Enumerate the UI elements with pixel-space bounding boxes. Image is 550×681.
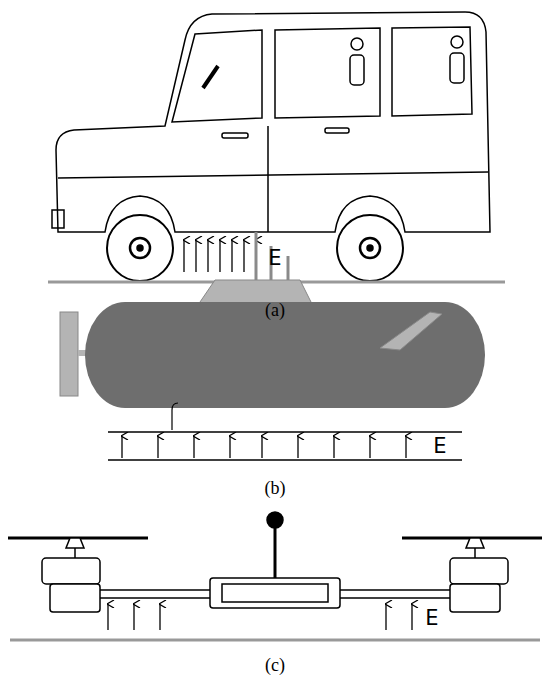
electrode-line	[108, 431, 462, 432]
ground-line	[10, 639, 540, 642]
drone	[8, 512, 542, 612]
field-arrows	[122, 436, 406, 458]
electrode-line	[108, 459, 462, 460]
car	[52, 12, 490, 281]
panel-caption: (c)	[265, 656, 285, 674]
field-label: E	[425, 608, 438, 629]
panel-caption: (b)	[265, 479, 286, 497]
field-label: E	[268, 248, 281, 269]
field-arrows	[108, 604, 412, 630]
field-arrows	[184, 240, 256, 272]
panel-caption: (a)	[265, 301, 285, 319]
submarine	[60, 232, 485, 430]
field-label: E	[433, 436, 446, 457]
